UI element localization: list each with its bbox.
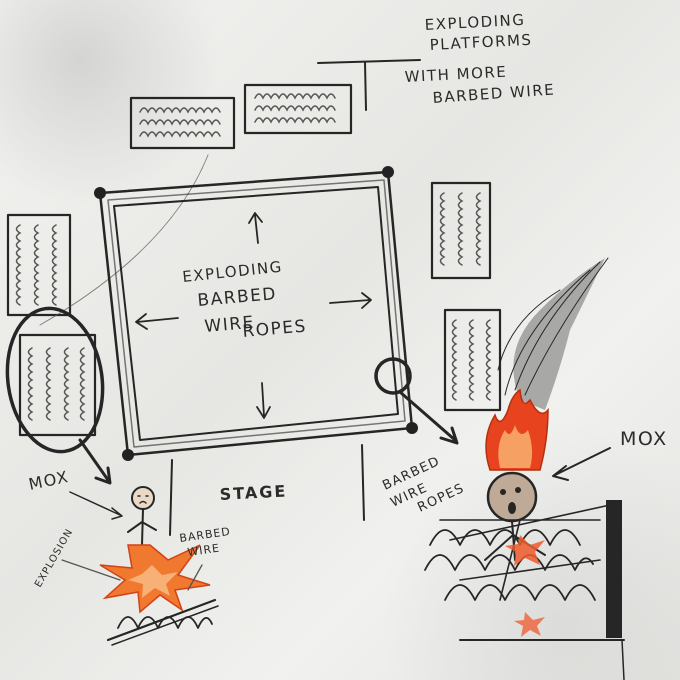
platforms-note-line-2: PLATFORMS — [429, 31, 533, 54]
platforms-note-line-1: EXPLODING — [424, 11, 526, 34]
explosion-left — [99, 544, 211, 614]
platform-right-bottom — [443, 308, 502, 412]
zoom-circle-right — [374, 357, 459, 445]
barbed-wire-coil-left — [106, 598, 219, 646]
smoke-plume — [497, 257, 609, 410]
wrestling-ring: EXPLODING BARBED WIRE ROPES — [94, 166, 418, 461]
fire-on-head — [485, 388, 549, 471]
ring-post-bottom-right — [406, 422, 418, 434]
barbed-wire-small-line-2: WIRE — [187, 542, 221, 559]
platforms-note: EXPLODING PLATFORMS WITH MORE BARBED WIR… — [317, 11, 556, 111]
arrow-left-icon — [135, 313, 179, 330]
ring-label-line-2: BARBED — [197, 284, 278, 311]
platform-bottom-left — [18, 333, 97, 437]
ring-label-line-4: ROPES — [242, 316, 308, 342]
platforms-note-line-4: BARBED WIRE — [432, 80, 556, 107]
mox-right-label: MOX — [620, 428, 668, 450]
platforms-note-line-3: WITH MORE — [404, 63, 507, 86]
barbed-wire-ropes-right — [424, 504, 611, 637]
stage-line-left — [169, 459, 173, 536]
platform-right-top — [430, 181, 492, 280]
explosion-pointer — [61, 559, 121, 581]
ring-post-bottom-left — [122, 449, 134, 461]
platform-top-right — [243, 83, 353, 135]
barbed-wire-small-line-1: BARBED — [179, 525, 232, 545]
ring-label-line-1: EXPLODING — [182, 258, 284, 286]
mox-left-arrow — [69, 491, 123, 520]
barbed-wire-pointer — [187, 564, 203, 591]
platform-top-left — [129, 96, 236, 150]
stick-figure-left — [127, 486, 157, 569]
platform-left — [6, 213, 72, 317]
zoom-circle-left — [5, 306, 112, 485]
arrow-right-icon — [329, 292, 372, 309]
stage-line-right — [361, 444, 365, 521]
arrow-down-icon — [256, 382, 271, 419]
ring-label-line-3: WIRE — [204, 313, 256, 337]
ring-post-top-right — [382, 166, 394, 178]
ring-post-top-left — [94, 187, 106, 199]
stage-corner-right — [459, 500, 625, 680]
stage-label: STAGE — [219, 481, 288, 504]
arrow-up-icon — [248, 212, 263, 244]
mox-right-arrow — [552, 447, 611, 481]
stick-figure-right — [484, 471, 546, 561]
guide-line — [39, 154, 209, 326]
mox-left-label: MOX — [27, 467, 71, 494]
explosion-label: EXPLOSION — [33, 527, 75, 590]
